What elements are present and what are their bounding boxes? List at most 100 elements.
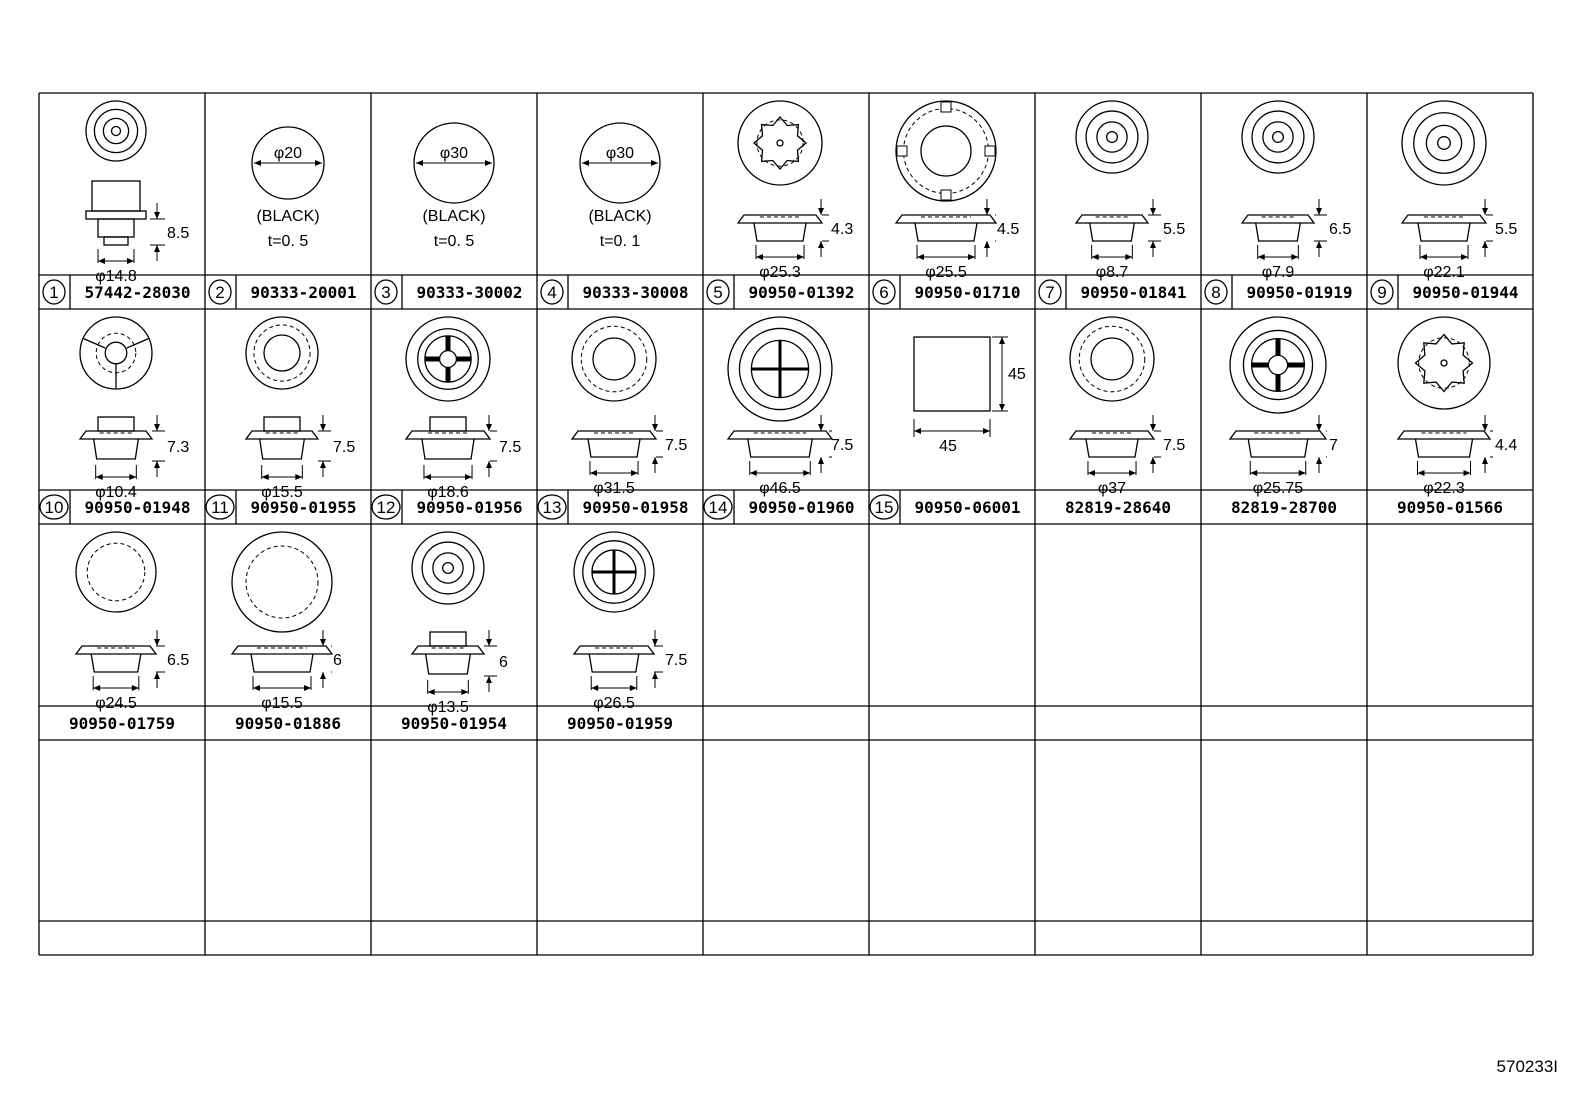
height-dimension: 7.5: [831, 437, 853, 454]
diameter-dimension: φ25.75: [1253, 480, 1304, 497]
index-number: 6: [879, 283, 888, 302]
part-number: 90333-20001: [251, 283, 357, 302]
part-number: 90950-01956: [417, 498, 523, 517]
height-dimension: 6.5: [167, 652, 189, 669]
index-circle: [872, 279, 896, 305]
table-grid: [38, 92, 1534, 956]
part-number: 82819-28640: [1065, 498, 1171, 517]
index-circle: [374, 279, 398, 305]
diameter-dimension: φ7.9: [1262, 264, 1295, 281]
part-cell: 6 φ15.5 90950-01886: [230, 531, 342, 733]
part-number: 90950-01759: [69, 714, 175, 733]
part-number: 90950-01955: [251, 498, 357, 517]
index-number: 10: [45, 498, 64, 517]
height-dimension: 7.3: [167, 439, 189, 456]
index-number: 3: [381, 283, 390, 302]
part-number: 90333-30002: [417, 283, 523, 302]
index-circle: [869, 494, 899, 520]
height-dimension: 7.5: [333, 439, 355, 456]
index-number: 14: [709, 498, 728, 517]
index-circle: [540, 279, 564, 305]
diameter-dimension: φ8.7: [1096, 264, 1129, 281]
plug-cap: [429, 416, 467, 432]
plug-cap: [263, 416, 301, 432]
index-circle: [208, 279, 232, 305]
part-number: 90950-01710: [915, 283, 1021, 302]
diameter-dimension: φ30: [606, 145, 634, 162]
part-number: 90950-01886: [235, 714, 341, 733]
index-circle: [371, 494, 401, 520]
plug-cap: [97, 416, 135, 432]
plug-cap: [429, 631, 467, 647]
part-number: 90333-30008: [583, 283, 689, 302]
diameter-dimension: φ15.5: [261, 484, 303, 501]
diameter-dimension: φ22.1: [1423, 264, 1465, 281]
height-dimension: 4.3: [831, 221, 853, 238]
diameter-dimension: φ31.5: [593, 480, 635, 497]
part-number: 90950-06001: [915, 498, 1021, 517]
color-note: (BLACK): [422, 208, 485, 225]
part-number: 90950-01566: [1397, 498, 1503, 517]
figure-id: 570233I: [1496, 1057, 1558, 1076]
index-circle: [1204, 279, 1228, 305]
diameter-dimension: φ22.3: [1423, 480, 1465, 497]
diameter-dimension: φ25.3: [759, 264, 801, 281]
part-number: 90950-01919: [1247, 283, 1353, 302]
part-number: 90950-01959: [567, 714, 673, 733]
part-cell: 45 45 15 90950-06001: [869, 336, 1026, 524]
height-dimension: 7.5: [665, 652, 687, 669]
color-note: (BLACK): [588, 208, 651, 225]
height-dimension: 5.5: [1163, 221, 1185, 238]
height-dimension: 7: [1329, 437, 1338, 454]
part-cell: 4.5 φ25.5 6 90950-01710: [872, 100, 1021, 309]
height-dimension: 6: [499, 654, 508, 671]
diameter-dimension: φ46.5: [759, 480, 801, 497]
index-circle: [39, 494, 69, 520]
diameter-dimension: φ13.5: [427, 699, 469, 716]
diameter-dimension: φ26.5: [593, 695, 635, 712]
index-number: 13: [543, 498, 562, 517]
part-number: 90950-01841: [1081, 283, 1187, 302]
height-dimension: 6.5: [1329, 221, 1351, 238]
part-number: 82819-28700: [1231, 498, 1337, 517]
clip-head: [91, 180, 141, 212]
height-dimension: 7.5: [499, 439, 521, 456]
part-number: 90950-01948: [85, 498, 191, 517]
part-number: 90950-01954: [401, 714, 507, 733]
height-dimension: 4.5: [997, 221, 1019, 238]
diameter-dimension: φ25.5: [925, 264, 967, 281]
index-number: 4: [547, 283, 556, 302]
diameter-dimension: φ37: [1098, 480, 1126, 497]
index-number: 8: [1211, 283, 1220, 302]
index-circle: [1038, 279, 1062, 305]
index-number: 11: [211, 498, 229, 517]
height-dimension: 8.5: [167, 225, 189, 242]
height-dimension: 5.5: [1495, 221, 1517, 238]
diameter-dimension: φ20: [274, 145, 302, 162]
width-dimension: 45: [939, 438, 957, 455]
thickness-note: t=0. 5: [434, 233, 475, 250]
height-dimension: 45: [1008, 366, 1026, 383]
index-number: 1: [49, 283, 58, 302]
height-dimension: 6: [333, 652, 342, 669]
index-circle: [706, 279, 730, 305]
index-number: 15: [875, 498, 894, 517]
part-number: 57442-28030: [85, 283, 191, 302]
index-number: 2: [215, 283, 224, 302]
part-cell: 7.5 φ15.5 11 90950-01955: [205, 316, 357, 524]
diameter-dimension: φ15.5: [261, 695, 303, 712]
part-disc-outline: [413, 122, 495, 204]
index-circle: [537, 494, 567, 520]
